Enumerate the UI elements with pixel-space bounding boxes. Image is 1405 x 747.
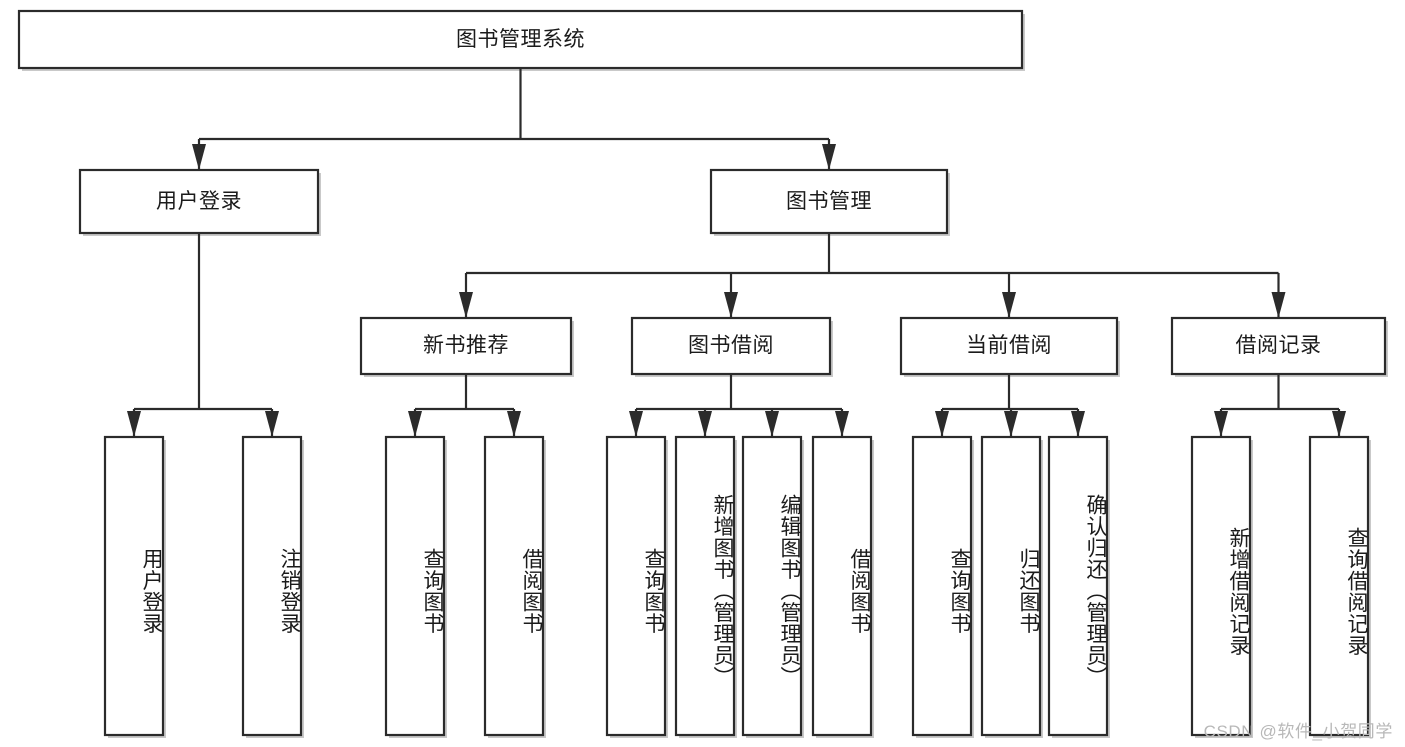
node-leaf-query-book-3[interactable] [911,435,973,737]
node-hit-leaf-user-logout[interactable] [243,437,301,735]
node-root[interactable] [17,9,1024,70]
node-hit-borrow-record[interactable] [1172,318,1385,374]
node-hit-leaf-borrow-book-2[interactable] [813,437,871,735]
node-hit-leaf-add-book[interactable] [676,437,734,735]
node-leaf-user-logout[interactable] [241,435,303,737]
node-hit-leaf-query-book-1[interactable] [386,437,444,735]
node-hit-leaf-return-book[interactable] [982,437,1040,735]
node-hit-current-borrow[interactable] [901,318,1117,374]
node-hit-leaf-edit-book[interactable] [743,437,801,735]
node-hit-new-book-rec[interactable] [361,318,571,374]
node-leaf-add-record[interactable] [1190,435,1252,737]
node-hit-book-borrow[interactable] [632,318,830,374]
node-hit-leaf-confirm-return[interactable] [1049,437,1107,735]
node-hit-book-manage[interactable] [711,170,947,233]
node-hit-leaf-query-record[interactable] [1310,437,1368,735]
node-borrow-record[interactable] [1170,316,1387,376]
node-leaf-user-login[interactable] [103,435,165,737]
node-user-login[interactable] [78,168,320,235]
node-leaf-query-book-1[interactable] [384,435,446,737]
node-hit-leaf-query-book-2[interactable] [607,437,665,735]
csdn-watermark: CSDN @软件_小贺同学 [1203,722,1393,741]
node-hit-leaf-user-login[interactable] [105,437,163,735]
node-hit-leaf-add-record[interactable] [1192,437,1250,735]
node-leaf-borrow-book-1[interactable] [483,435,545,737]
node-hit-root[interactable] [19,11,1022,68]
node-hit-leaf-borrow-book-1[interactable] [485,437,543,735]
node-current-borrow[interactable] [899,316,1119,376]
node-hit-leaf-query-book-3[interactable] [913,437,971,735]
node-leaf-return-book[interactable] [980,435,1042,737]
node-hit-user-login[interactable] [80,170,318,233]
